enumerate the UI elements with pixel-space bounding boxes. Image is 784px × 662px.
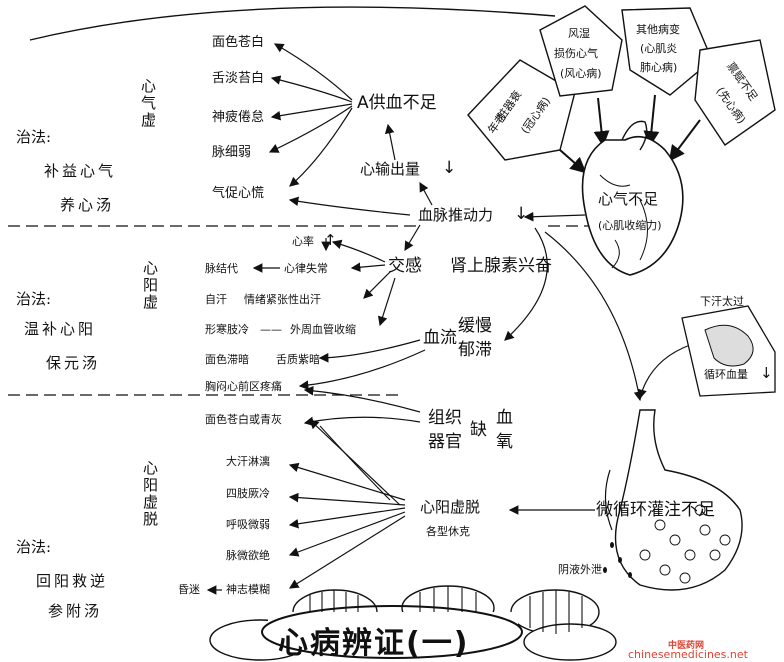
cause-2-line-3: (风心病)	[560, 67, 602, 80]
treatment-label-3: 治法:	[16, 538, 52, 556]
microcirculation: 微循环灌注不足	[596, 500, 715, 520]
symptom-s3-1: 面色苍白或青灰	[205, 413, 282, 426]
lack: 缺	[470, 420, 487, 440]
banner-leaf-5	[523, 623, 617, 661]
blood-flow: 血流	[423, 328, 457, 348]
treatment-line-1a: 补益心气	[44, 162, 117, 180]
cause-3-line-1: 其他病变	[636, 23, 680, 36]
pulse-force: 血脉推动力	[418, 206, 494, 224]
outer-arc	[29, 6, 556, 41]
symptom-s1-4: 脉细弱	[212, 145, 252, 160]
cause-box-4	[694, 39, 776, 146]
watermark-cn: 中医药网	[668, 641, 705, 651]
syndrome-2: 心阳虚	[141, 260, 159, 311]
coma: 昏迷	[178, 583, 200, 596]
emotional-sweat: 情绪紧张性出汗	[244, 293, 321, 306]
cause-3-line-3: 肺心病)	[640, 61, 678, 74]
cold-limbs: 形寒肢冷	[205, 323, 249, 336]
pulse-force-down: ↓	[514, 204, 529, 224]
organ: 器官	[428, 432, 462, 452]
treatment-line-1b: 养心汤	[60, 196, 115, 214]
cause-box-1	[467, 59, 576, 161]
dash: ——	[260, 323, 282, 336]
treatment-line-3b: 参附汤	[48, 602, 103, 620]
yin-leak: 阴液外泄	[558, 563, 602, 576]
syndrome-1: 心气虚	[139, 78, 157, 129]
symptom-s3-3: 四肢厥冷	[226, 487, 270, 500]
heart-deficiency: 心气不足	[598, 190, 659, 208]
sweat-excess: 下汗太过	[700, 295, 744, 308]
face-dark: 面色滞暗	[205, 353, 249, 366]
page-title: 心病辨证(一)	[278, 626, 470, 661]
cardiac-output-down: ↓	[442, 158, 457, 178]
cause-2-line-2: 损伤心气	[554, 47, 598, 60]
cardiac-output: 心输出量	[360, 160, 421, 178]
symptom-s1-3: 神疲倦怠	[212, 110, 265, 125]
heart-rate: 心率	[292, 235, 314, 248]
treatment-label-2: 治法:	[16, 290, 52, 308]
circulation-volume: 循环血量	[704, 368, 748, 381]
capillary-illustration	[614, 409, 743, 591]
shock: 各型休克	[426, 525, 470, 538]
pulse-irregular: 脉结代	[205, 262, 238, 275]
treatment-line-2a: 温补心阳	[24, 320, 97, 338]
blood: 血	[496, 408, 513, 428]
vasoconstriction: 外周血管收缩	[290, 323, 356, 336]
circulation-down: ↓	[760, 364, 773, 382]
symptom-s3-5: 脉微欲绝	[226, 549, 270, 562]
cause-2-line-1: 风湿	[568, 27, 590, 40]
cause-3-line-2: (心肌炎	[640, 42, 678, 55]
symptom-s3-4: 呼吸微弱	[226, 518, 270, 531]
tissue: 组织	[428, 408, 462, 428]
cause-box-2	[539, 5, 623, 97]
cause-box-3	[621, 7, 713, 96]
collapse: 心阳虚脱	[420, 498, 481, 516]
symptom-s1-5: 气促心慌	[212, 186, 265, 201]
stasis: 郁滞	[458, 340, 492, 360]
arrhythmia: 心律失常	[284, 262, 328, 275]
symptom-s1-2: 舌淡苔白	[212, 71, 265, 86]
sympathetic: 交感	[388, 256, 422, 276]
chest-pain: 胸闷心前区疼痛	[205, 380, 282, 393]
mind-blur: 神志模糊	[226, 583, 270, 596]
symptom-s3-2: 大汗淋漓	[226, 455, 270, 468]
adrenaline: 肾上腺素兴奋	[450, 256, 552, 276]
slow: 缓慢	[458, 316, 492, 336]
oxygen: 氧	[496, 432, 513, 452]
watermark-url: chinesemedicines.net	[628, 648, 748, 661]
spontaneous-sweat: 自汗	[205, 293, 227, 306]
blood-supply-insufficient: A供血不足	[357, 93, 437, 113]
heart-rate-up: ↑	[324, 231, 337, 249]
tongue-purple: 舌质紫暗	[276, 353, 320, 366]
treatment-label-1: 治法:	[16, 128, 52, 146]
heart-illustration	[581, 135, 684, 276]
symptom-s1-1: 面色苍白	[212, 35, 265, 50]
contraction: (心肌收缩力)	[598, 219, 662, 232]
treatment-line-3a: 回阳救逆	[36, 572, 109, 590]
syndrome-3: 心阳虚脱	[141, 460, 159, 528]
treatment-line-2b: 保元汤	[46, 354, 101, 372]
